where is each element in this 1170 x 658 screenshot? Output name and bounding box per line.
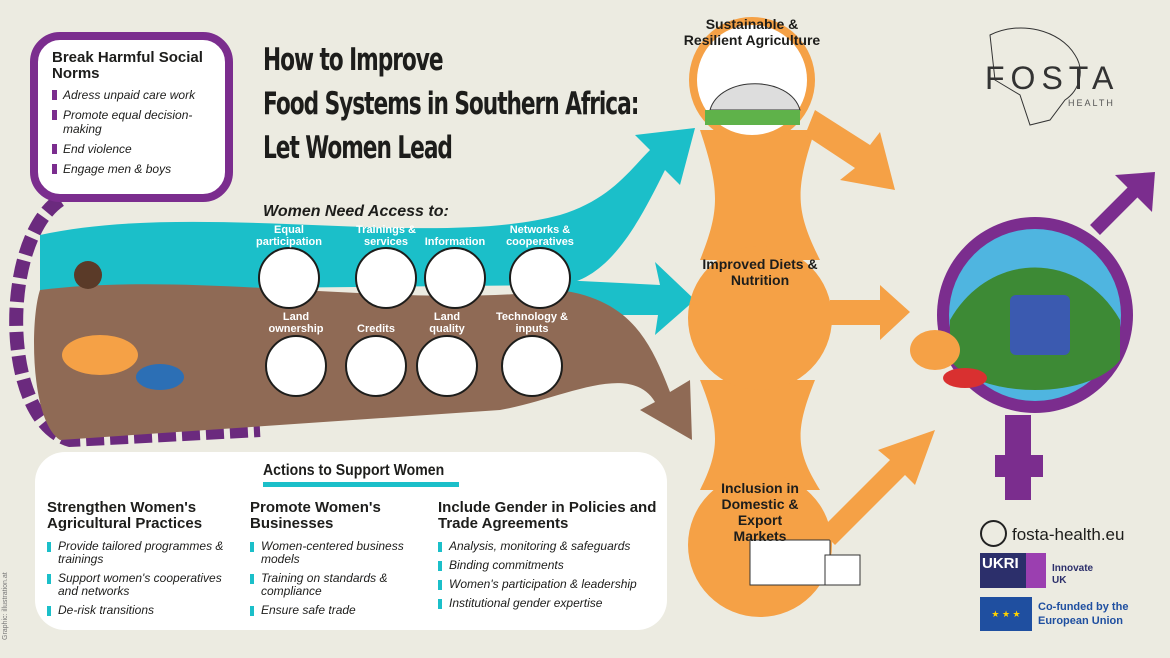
action-item: Support women's cooperatives and network…: [47, 572, 237, 598]
title-line: Food Systems in Southern Africa:: [263, 86, 639, 122]
outcome-label: Inclusion in Domestic & Export Markets: [721, 480, 799, 544]
website-link[interactable]: fosta-health.eu: [1012, 525, 1125, 544]
woman-illustration: [74, 261, 102, 289]
access-label: Information: [424, 236, 486, 248]
social-norms-box: Break Harmful Social Norms Adress unpaid…: [30, 32, 233, 202]
norms-item: Engage men & boys: [52, 162, 211, 176]
title-line: How to Improve: [263, 42, 444, 78]
action-item: Binding commitments: [438, 559, 658, 572]
action-item: De-risk transitions: [47, 604, 237, 617]
norms-item: End violence: [52, 142, 211, 156]
action-column: Strengthen Women's Agricultural Practice…: [47, 500, 237, 623]
access-label: Land quality: [429, 311, 465, 335]
innovate-uk-label: Innovate UK: [1052, 563, 1094, 586]
access-label: Credits: [357, 323, 395, 335]
page-title: How to Improve Food Systems in Southern …: [263, 38, 639, 170]
ukri-logo-accent: [1026, 553, 1046, 588]
title-line: Let Women Lead: [263, 130, 453, 166]
access-label: Trainings & services: [356, 224, 416, 248]
action-item: Provide tailored programmes & trainings: [47, 540, 237, 566]
action-item: Institutional gender expertise: [438, 597, 658, 610]
action-item: Analysis, monitoring & safeguards: [438, 540, 658, 553]
actions-heading: Actions to Support Women: [263, 462, 445, 479]
access-label: Land ownership: [268, 311, 324, 335]
teal-arrow-2: [560, 262, 695, 335]
access-label: Equal participation: [255, 224, 322, 248]
outcome-diets: [688, 246, 832, 390]
column-title: Strengthen Women's Agricultural Practice…: [47, 499, 203, 532]
norms-item: Promote equal decision-making: [52, 108, 211, 136]
ukri-logo: UKRI: [980, 553, 1026, 588]
outcome-label: Sustainable & Resilient Agriculture: [683, 16, 821, 48]
graphic-credit: Graphic: illustration.at: [2, 572, 9, 640]
access-heading: Women Need Access to:: [263, 203, 449, 220]
norms-heading: Break Harmful Social Norms: [52, 49, 203, 82]
access-label: Technology & inputs: [496, 311, 568, 335]
access-icons: [258, 247, 571, 397]
fosta-logo: FOSTA: [985, 60, 1120, 96]
fosta-icon: [980, 520, 1007, 547]
action-column: Promote Women's Businesses Women-centere…: [250, 500, 420, 623]
action-column: Include Gender in Policies and Trade Agr…: [438, 500, 658, 616]
column-title: Include Gender in Policies and Trade Agr…: [438, 499, 657, 532]
norms-item: Adress unpaid care work: [52, 88, 211, 102]
heading-underline: [263, 482, 459, 487]
action-item: Training on standards & compliance: [250, 572, 420, 598]
action-item: Women-centered business models: [250, 540, 420, 566]
fosta-logo-sub: HEALTH: [1068, 98, 1115, 108]
action-item: Ensure safe trade: [250, 604, 420, 617]
eu-funding-label: Co-funded by the European Union: [1038, 601, 1129, 627]
actions-box: [35, 452, 667, 630]
column-title: Promote Women's Businesses: [250, 499, 381, 532]
access-label: Networks & cooperatives: [506, 224, 574, 248]
outcome-label: Improved Diets & Nutrition: [702, 256, 818, 288]
eu-flag-icon: ★ ★ ★: [980, 597, 1032, 631]
action-item: Women's participation & leadership: [438, 578, 658, 591]
